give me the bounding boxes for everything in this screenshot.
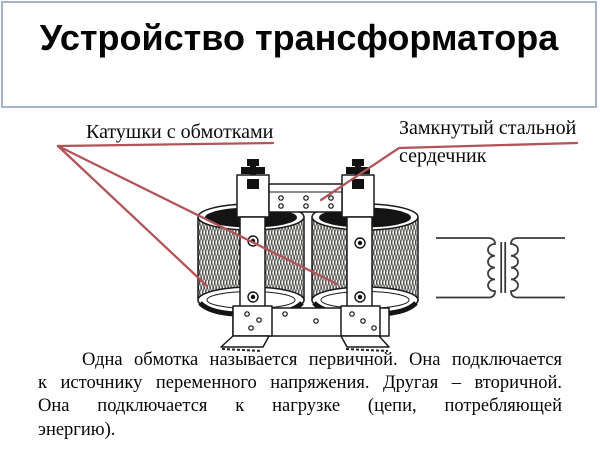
- clamp-left: [236, 174, 270, 218]
- paragraph-line: к источнику переменного напряжения. Друг…: [38, 373, 562, 394]
- clamp-right: [341, 174, 375, 218]
- pointer-to-core: [319, 141, 579, 202]
- primary-winding-symbol: [436, 237, 496, 299]
- top-screw-left: [241, 159, 265, 179]
- foot-right: [340, 335, 390, 348]
- title-box: Устройство трансформатора: [1, 1, 597, 108]
- top-yoke-bar: [268, 183, 343, 213]
- body-paragraph: Одна обмотка называется первичной. Она п…: [38, 349, 562, 442]
- transformer-illustration: [197, 159, 419, 352]
- transformer-circuit-symbol: [436, 237, 565, 299]
- paragraph-line: энергию).: [38, 419, 116, 440]
- label-coils-with-windings: Катушки с обмотками: [86, 121, 274, 143]
- slide-title: Устройство трансформатора: [39, 17, 559, 58]
- annotation-lines: [56, 141, 579, 288]
- paragraph-line: Одна обмотка называется первичной. Она п…: [82, 350, 562, 370]
- top-screw-right: [346, 159, 370, 179]
- pointer-underline-coils: [56, 141, 275, 148]
- secondary-winding-symbol: [510, 237, 565, 299]
- foot-left: [220, 335, 270, 348]
- strap-right: [346, 216, 373, 321]
- paragraph-line: Она подключается к нагрузке (цепи, потре…: [38, 396, 562, 417]
- base-assembly: [220, 305, 390, 352]
- pointer-to-left-coil: [56, 144, 209, 288]
- pointer-to-right-coil: [56, 144, 339, 286]
- label-closed-steel-core: Замкнутый стальной сердечник: [399, 117, 577, 167]
- strap-left: [239, 216, 266, 321]
